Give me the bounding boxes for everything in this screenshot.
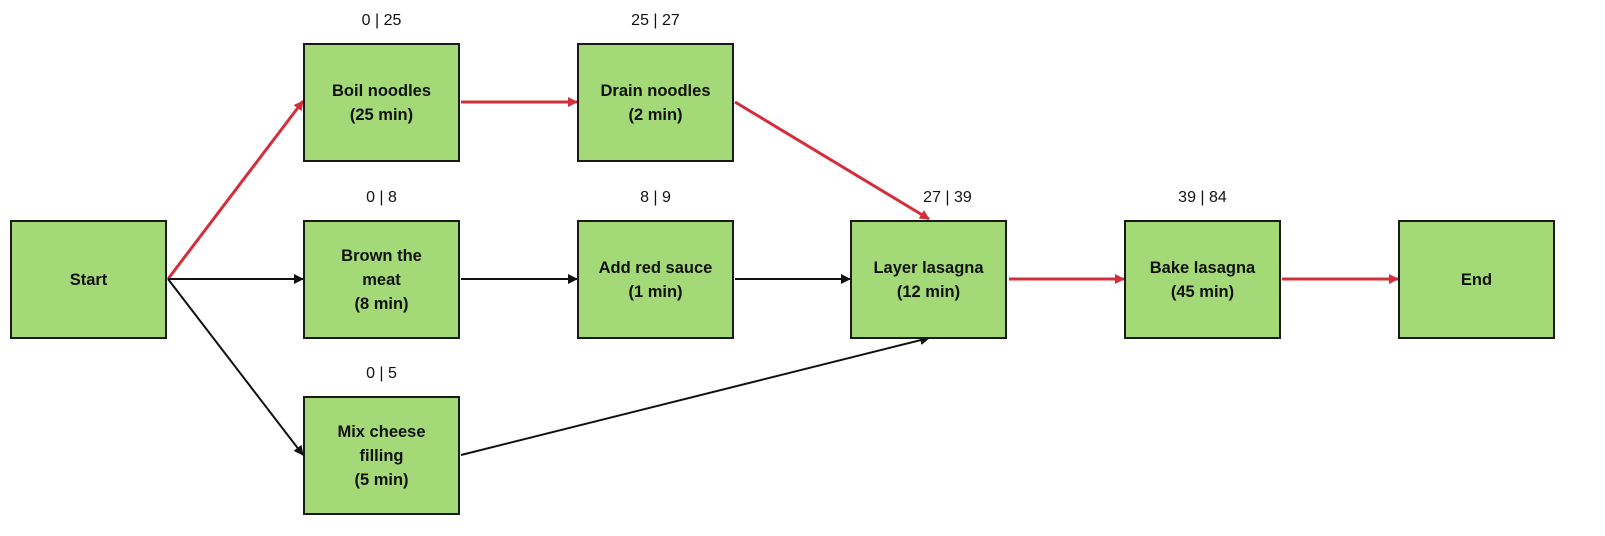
- timing-drain: 25 | 27: [631, 12, 680, 29]
- node-boil-noodles: Boil noodles (25 min): [303, 43, 460, 162]
- node-end: End: [1398, 220, 1555, 339]
- edge-start-to-boil: [166, 100, 305, 280]
- timing-cheese: 0 | 5: [366, 365, 397, 382]
- node-brown-meat-label-2: meat: [362, 270, 401, 289]
- node-add-red-sauce: Add red sauce (1 min): [577, 220, 734, 339]
- timing-brown: 0 | 8: [366, 189, 397, 206]
- node-bake-lasagna-label: Bake lasagna: [1149, 258, 1256, 277]
- edge-cheese-to-layer: [460, 335, 930, 456]
- node-brown-meat-label-1: Brown the: [341, 246, 422, 265]
- node-mix-cheese: Mix cheese filling (5 min): [303, 396, 460, 515]
- node-brown-meat: Brown the meat (8 min): [303, 220, 460, 339]
- node-add-red-sauce-label: Add red sauce: [598, 258, 713, 277]
- timing-bake: 39 | 84: [1178, 189, 1227, 206]
- node-drain-noodles: Drain noodles (2 min): [577, 43, 734, 162]
- node-bake-lasagna-duration: (45 min): [1170, 282, 1235, 301]
- node-end-label: End: [1460, 270, 1493, 289]
- node-start: Start: [10, 220, 167, 339]
- node-boil-noodles-duration: (25 min): [349, 105, 414, 124]
- node-bake-lasagna: Bake lasagna (45 min): [1124, 220, 1281, 339]
- timing-layer: 27 | 39: [923, 189, 972, 206]
- node-mix-cheese-duration: (5 min): [354, 470, 409, 489]
- node-mix-cheese-label-1: Mix cheese: [337, 422, 426, 441]
- node-brown-meat-duration: (8 min): [354, 294, 409, 313]
- node-start-label: Start: [69, 270, 108, 289]
- node-layer-lasagna-duration: (12 min): [896, 282, 961, 301]
- node-layer-lasagna-label: Layer lasagna: [873, 258, 984, 277]
- node-drain-noodles-label: Drain noodles: [600, 81, 711, 100]
- node-drain-noodles-duration: (2 min): [628, 105, 683, 124]
- edge-drain-to-layer: [734, 100, 930, 221]
- node-boil-noodles-label: Boil noodles: [332, 81, 431, 100]
- edge-start-to-cheese: [167, 278, 304, 456]
- node-add-red-sauce-duration: (1 min): [628, 282, 683, 301]
- timing-boil: 0 | 25: [361, 12, 402, 29]
- node-mix-cheese-label-2: filling: [359, 446, 404, 465]
- timing-sauce: 8 | 9: [640, 189, 671, 206]
- node-layer-lasagna: Layer lasagna (12 min): [850, 220, 1007, 339]
